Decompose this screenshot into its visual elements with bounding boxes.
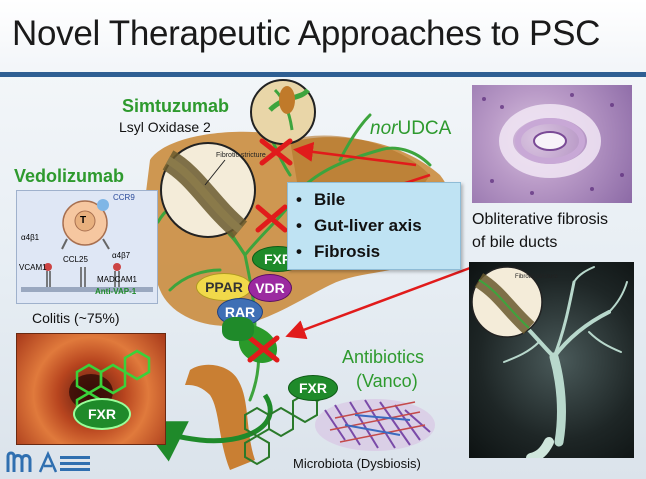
colitis-caption: Colitis (~75%) — [32, 310, 120, 326]
antibiotics-label: Antibiotics — [342, 347, 425, 367]
microbiota-caption: Microbiota (Dysbiosis) — [293, 456, 421, 471]
simtuzumab-target: Lsyl Oxidase 2 — [119, 119, 211, 135]
fxr-gut-receptor: FXR — [288, 375, 338, 401]
effect-item-bile: Bile — [296, 187, 460, 213]
fxr-colon-receptor: FXR — [73, 398, 131, 430]
effect-item-gut-liver-axis: Gut-liver axis — [296, 213, 460, 239]
colonoscopy-photo: FXR — [16, 333, 166, 445]
t-cell-label: T — [80, 215, 87, 226]
cholangiogram-ducts — [471, 266, 628, 458]
norudca-prefix: nor — [370, 118, 398, 139]
norudca-label: norUDCA — [370, 118, 451, 140]
fibrosis-caption-line1: Obliterative fibrosis — [472, 211, 609, 228]
norudca-arrow-top — [293, 141, 417, 167]
antibiotics-arrow — [285, 266, 471, 340]
anti-vap1-label: Anti-VAP-1 — [95, 287, 137, 296]
intestine-shape — [185, 364, 255, 470]
histology-texture — [482, 93, 624, 195]
footer-logo — [6, 450, 96, 474]
ppar-receptor: PPAR — [196, 273, 252, 301]
inhibit-x-middle — [255, 204, 288, 233]
a4b1-label: α4β1 — [21, 233, 40, 242]
simtuzumab-label: Simtuzumab — [122, 96, 230, 116]
cholangiogram-photo: Fibrotic stricture — [469, 262, 634, 458]
fibrotic-stricture-label: Fibrotic stricture — [216, 152, 266, 159]
inhibit-x-bottom — [247, 335, 280, 363]
lymphocyte-diagram — [21, 199, 153, 292]
microbiota-cluster — [315, 399, 435, 451]
effects-box: Bile Gut-liver axis Fibrosis — [287, 182, 461, 270]
fibrosis-caption-line2: of bile ducts — [472, 234, 558, 251]
a4b7-label: α4β7 — [112, 251, 131, 260]
vcam1-label: VCAM1 — [19, 263, 47, 272]
norudca-suffix: UDCA — [397, 118, 452, 139]
vedolizumab-label: Vedolizumab — [14, 166, 125, 186]
ccl25-label: CCL25 — [63, 255, 88, 264]
effect-item-fibrosis: Fibrosis — [296, 239, 460, 265]
lymphocyte-homing-panel: T CCR9 α4β1 α4β7 VCAM1 CCL25 MADCAM1 Ant… — [16, 190, 158, 304]
madcam1-label: MADCAM1 — [97, 275, 138, 284]
title-rule — [0, 72, 646, 77]
inhibit-x-top — [259, 138, 293, 166]
ccr9-label: CCR9 — [113, 193, 135, 202]
slide-title: Novel Therapeutic Approaches to PSC — [12, 14, 601, 53]
institution-logo-mark — [6, 450, 90, 473]
fibrotic-stricture-inset-label: Fibrotic stricture — [515, 274, 558, 280]
receptor-base — [222, 317, 254, 341]
vdr-receptor: VDR — [248, 274, 292, 302]
histology-photo — [472, 85, 632, 203]
antibiotics-detail: (Vanco) — [356, 371, 418, 391]
